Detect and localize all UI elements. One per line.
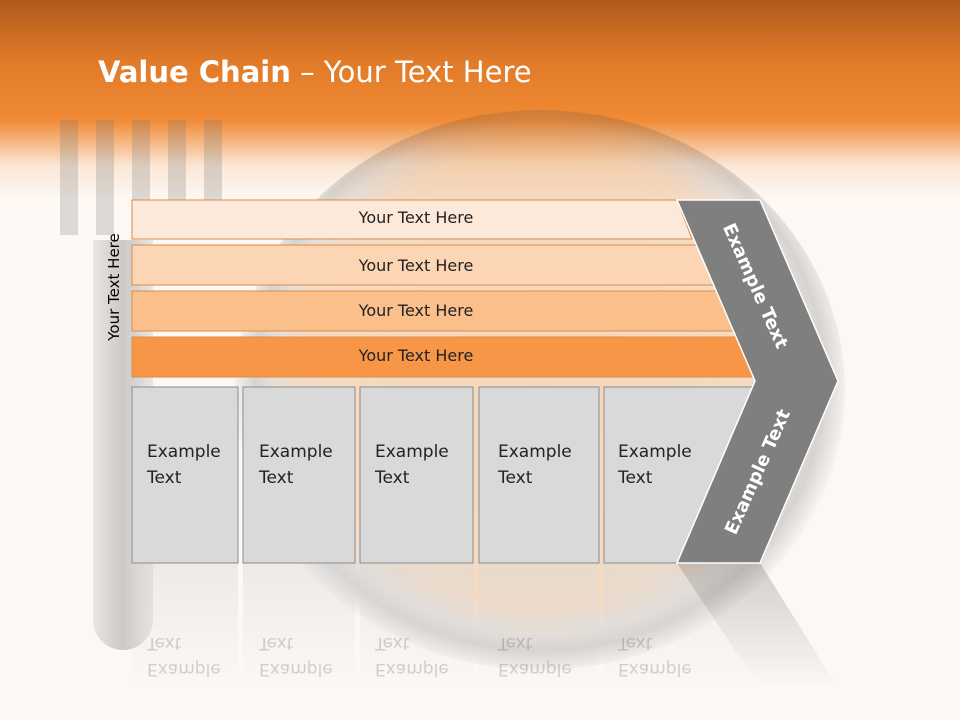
box-3-reflection-line2: Text xyxy=(375,633,410,653)
box-5-reflection-line2: Text xyxy=(618,633,653,653)
box-5-line2: Text xyxy=(618,468,653,488)
box-5-line1: Example xyxy=(618,442,692,462)
box-4-label: Example Text xyxy=(498,439,572,491)
box-2 xyxy=(242,386,356,564)
reflection-group xyxy=(132,563,838,688)
bar-4-label: Your Text Here xyxy=(358,346,474,365)
box-4 xyxy=(478,386,600,564)
box-5-label: Example Text xyxy=(618,439,692,491)
box-3-reflection-label: Example Text xyxy=(375,630,449,682)
bar-3-label: Your Text Here xyxy=(358,301,474,320)
box-3-reflection-line1: Example xyxy=(375,659,449,679)
bar-1 xyxy=(131,199,693,240)
box-4-reflection-line2: Text xyxy=(498,633,533,653)
box-reflection xyxy=(479,563,599,688)
box-1-reflection-label: Example Text xyxy=(147,630,221,682)
box-4-line1: Example xyxy=(498,442,572,462)
box-3 xyxy=(359,386,474,564)
box-5-reflection-label: Example Text xyxy=(618,630,692,682)
box-2-label: Example Text xyxy=(259,439,333,491)
chevron-reflection xyxy=(677,563,838,688)
box-reflection xyxy=(604,563,760,688)
box-4-reflection-line1: Example xyxy=(498,659,572,679)
slide-title: Value Chain – Your Text Here xyxy=(98,55,532,89)
box-3-line2: Text xyxy=(375,468,410,488)
box-1-label: Example Text xyxy=(147,439,221,491)
box-5-reflection-line1: Example xyxy=(618,659,692,679)
box-1 xyxy=(131,386,239,564)
box-reflection xyxy=(132,563,238,688)
box-2-reflection-line2: Text xyxy=(259,633,294,653)
box-3-label: Example Text xyxy=(375,439,449,491)
bar-2-label: Your Text Here xyxy=(358,256,474,275)
box-4-reflection-label: Example Text xyxy=(498,630,572,682)
box-1-reflection-line2: Text xyxy=(147,633,182,653)
box-2-line2: Text xyxy=(259,468,294,488)
box-1-reflection-line1: Example xyxy=(147,659,221,679)
title-bold: Value Chain xyxy=(98,55,291,89)
chevron-arrow xyxy=(675,199,839,564)
box-2-line1: Example xyxy=(259,442,333,462)
box-1-line1: Example xyxy=(147,442,221,462)
box-reflection xyxy=(360,563,473,688)
box-1-line2: Text xyxy=(147,468,182,488)
box-2-reflection-label: Example Text xyxy=(259,630,333,682)
box-3-line1: Example xyxy=(375,442,449,462)
bar-1-label: Your Text Here xyxy=(358,208,474,227)
header-band xyxy=(0,0,960,200)
box-2-reflection-line1: Example xyxy=(259,659,333,679)
title-rest: – Your Text Here xyxy=(290,55,532,89)
box-reflection xyxy=(243,563,355,688)
box-4-line2: Text xyxy=(498,468,533,488)
